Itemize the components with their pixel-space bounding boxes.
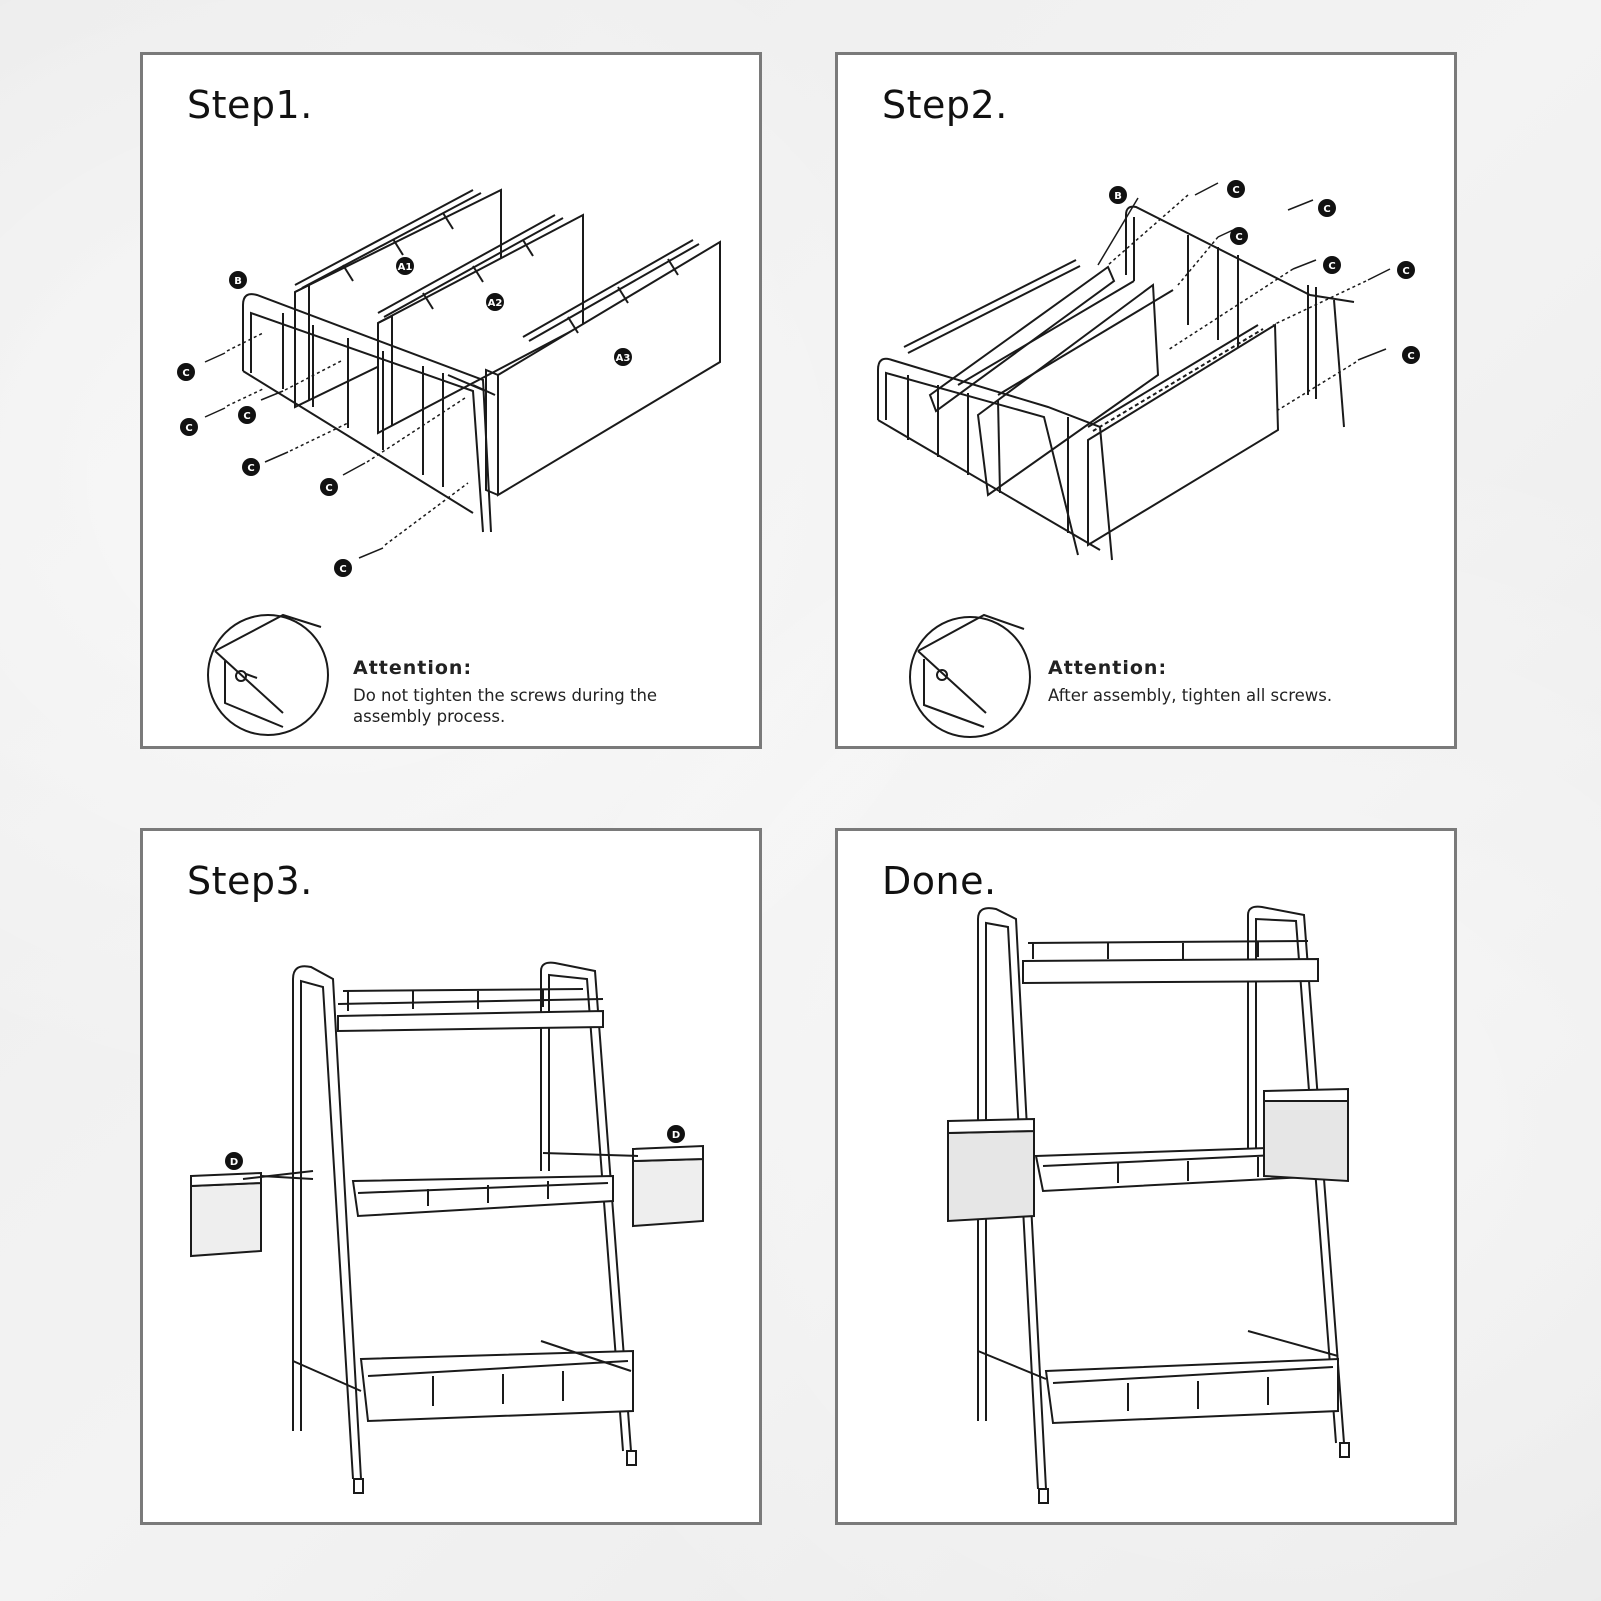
front-frame bbox=[877, 357, 1113, 561]
step1-title: Step1. bbox=[187, 83, 313, 127]
svg-text:C: C bbox=[339, 564, 346, 575]
part-badges: D D bbox=[225, 1125, 685, 1170]
done-assembled-illustration bbox=[947, 905, 1350, 1504]
screw-detail-circle bbox=[909, 613, 1031, 738]
svg-text:C: C bbox=[1323, 204, 1330, 215]
step3-assembly-illustration: D D bbox=[190, 961, 704, 1494]
step2-attention-heading: Attention: bbox=[1048, 657, 1168, 679]
step1-attention: Attention: Do not tighten the screws dur… bbox=[353, 657, 683, 727]
svg-text:C: C bbox=[1407, 351, 1414, 362]
shelves bbox=[903, 259, 1280, 547]
step1-assembly-illustration: B A1 A2 A3 C C C C C C bbox=[177, 188, 721, 736]
svg-text:B: B bbox=[234, 276, 242, 287]
svg-text:C: C bbox=[1328, 261, 1335, 272]
back-frame bbox=[1125, 205, 1355, 428]
svg-text:C: C bbox=[1232, 185, 1239, 196]
step2-assembly-illustration: B C C C C C C bbox=[877, 180, 1420, 738]
mesh-basket-right bbox=[542, 1144, 704, 1228]
mesh-basket-left bbox=[190, 1170, 314, 1258]
screws-c bbox=[204, 332, 469, 559]
svg-text:D: D bbox=[672, 1130, 680, 1141]
svg-text:C: C bbox=[325, 483, 332, 494]
step2-attention-text: After assembly, tighten all screws. bbox=[1048, 686, 1333, 705]
screws-c bbox=[1097, 182, 1391, 411]
mesh-basket-right bbox=[1263, 1087, 1349, 1183]
step1-attention-heading: Attention: bbox=[353, 657, 473, 679]
svg-text:C: C bbox=[247, 463, 254, 474]
svg-text:B: B bbox=[1114, 191, 1122, 202]
svg-text:A2: A2 bbox=[488, 298, 503, 309]
step2-title: Step2. bbox=[882, 83, 1008, 127]
mesh-basket-left bbox=[947, 1117, 1035, 1223]
frame-b bbox=[242, 293, 496, 533]
svg-text:C: C bbox=[1402, 266, 1409, 277]
shelf-frame bbox=[292, 961, 637, 1494]
step1-panel: Step1. bbox=[140, 52, 762, 749]
done-panel: Done. bbox=[835, 828, 1457, 1525]
svg-text:A3: A3 bbox=[616, 353, 631, 364]
done-title: Done. bbox=[882, 859, 997, 903]
step3-title: Step3. bbox=[187, 859, 313, 903]
svg-text:C: C bbox=[185, 423, 192, 434]
svg-text:A1: A1 bbox=[398, 262, 413, 273]
step1-attention-text: Do not tighten the screws during the ass… bbox=[353, 686, 658, 726]
shelf-frame bbox=[977, 905, 1350, 1504]
svg-text:C: C bbox=[1235, 232, 1242, 243]
step2-attention: Attention: After assembly, tighten all s… bbox=[1048, 657, 1408, 706]
part-badges: B A1 A2 A3 C C C C C C bbox=[177, 257, 632, 577]
step2-panel: Step2. bbox=[835, 52, 1457, 749]
screw-detail-circle bbox=[207, 613, 329, 736]
svg-text:C: C bbox=[182, 368, 189, 379]
svg-text:D: D bbox=[230, 1157, 238, 1168]
svg-text:C: C bbox=[243, 411, 250, 422]
part-badges: B C C C C C C bbox=[1109, 180, 1420, 364]
step3-panel: Step3. bbox=[140, 828, 762, 1525]
